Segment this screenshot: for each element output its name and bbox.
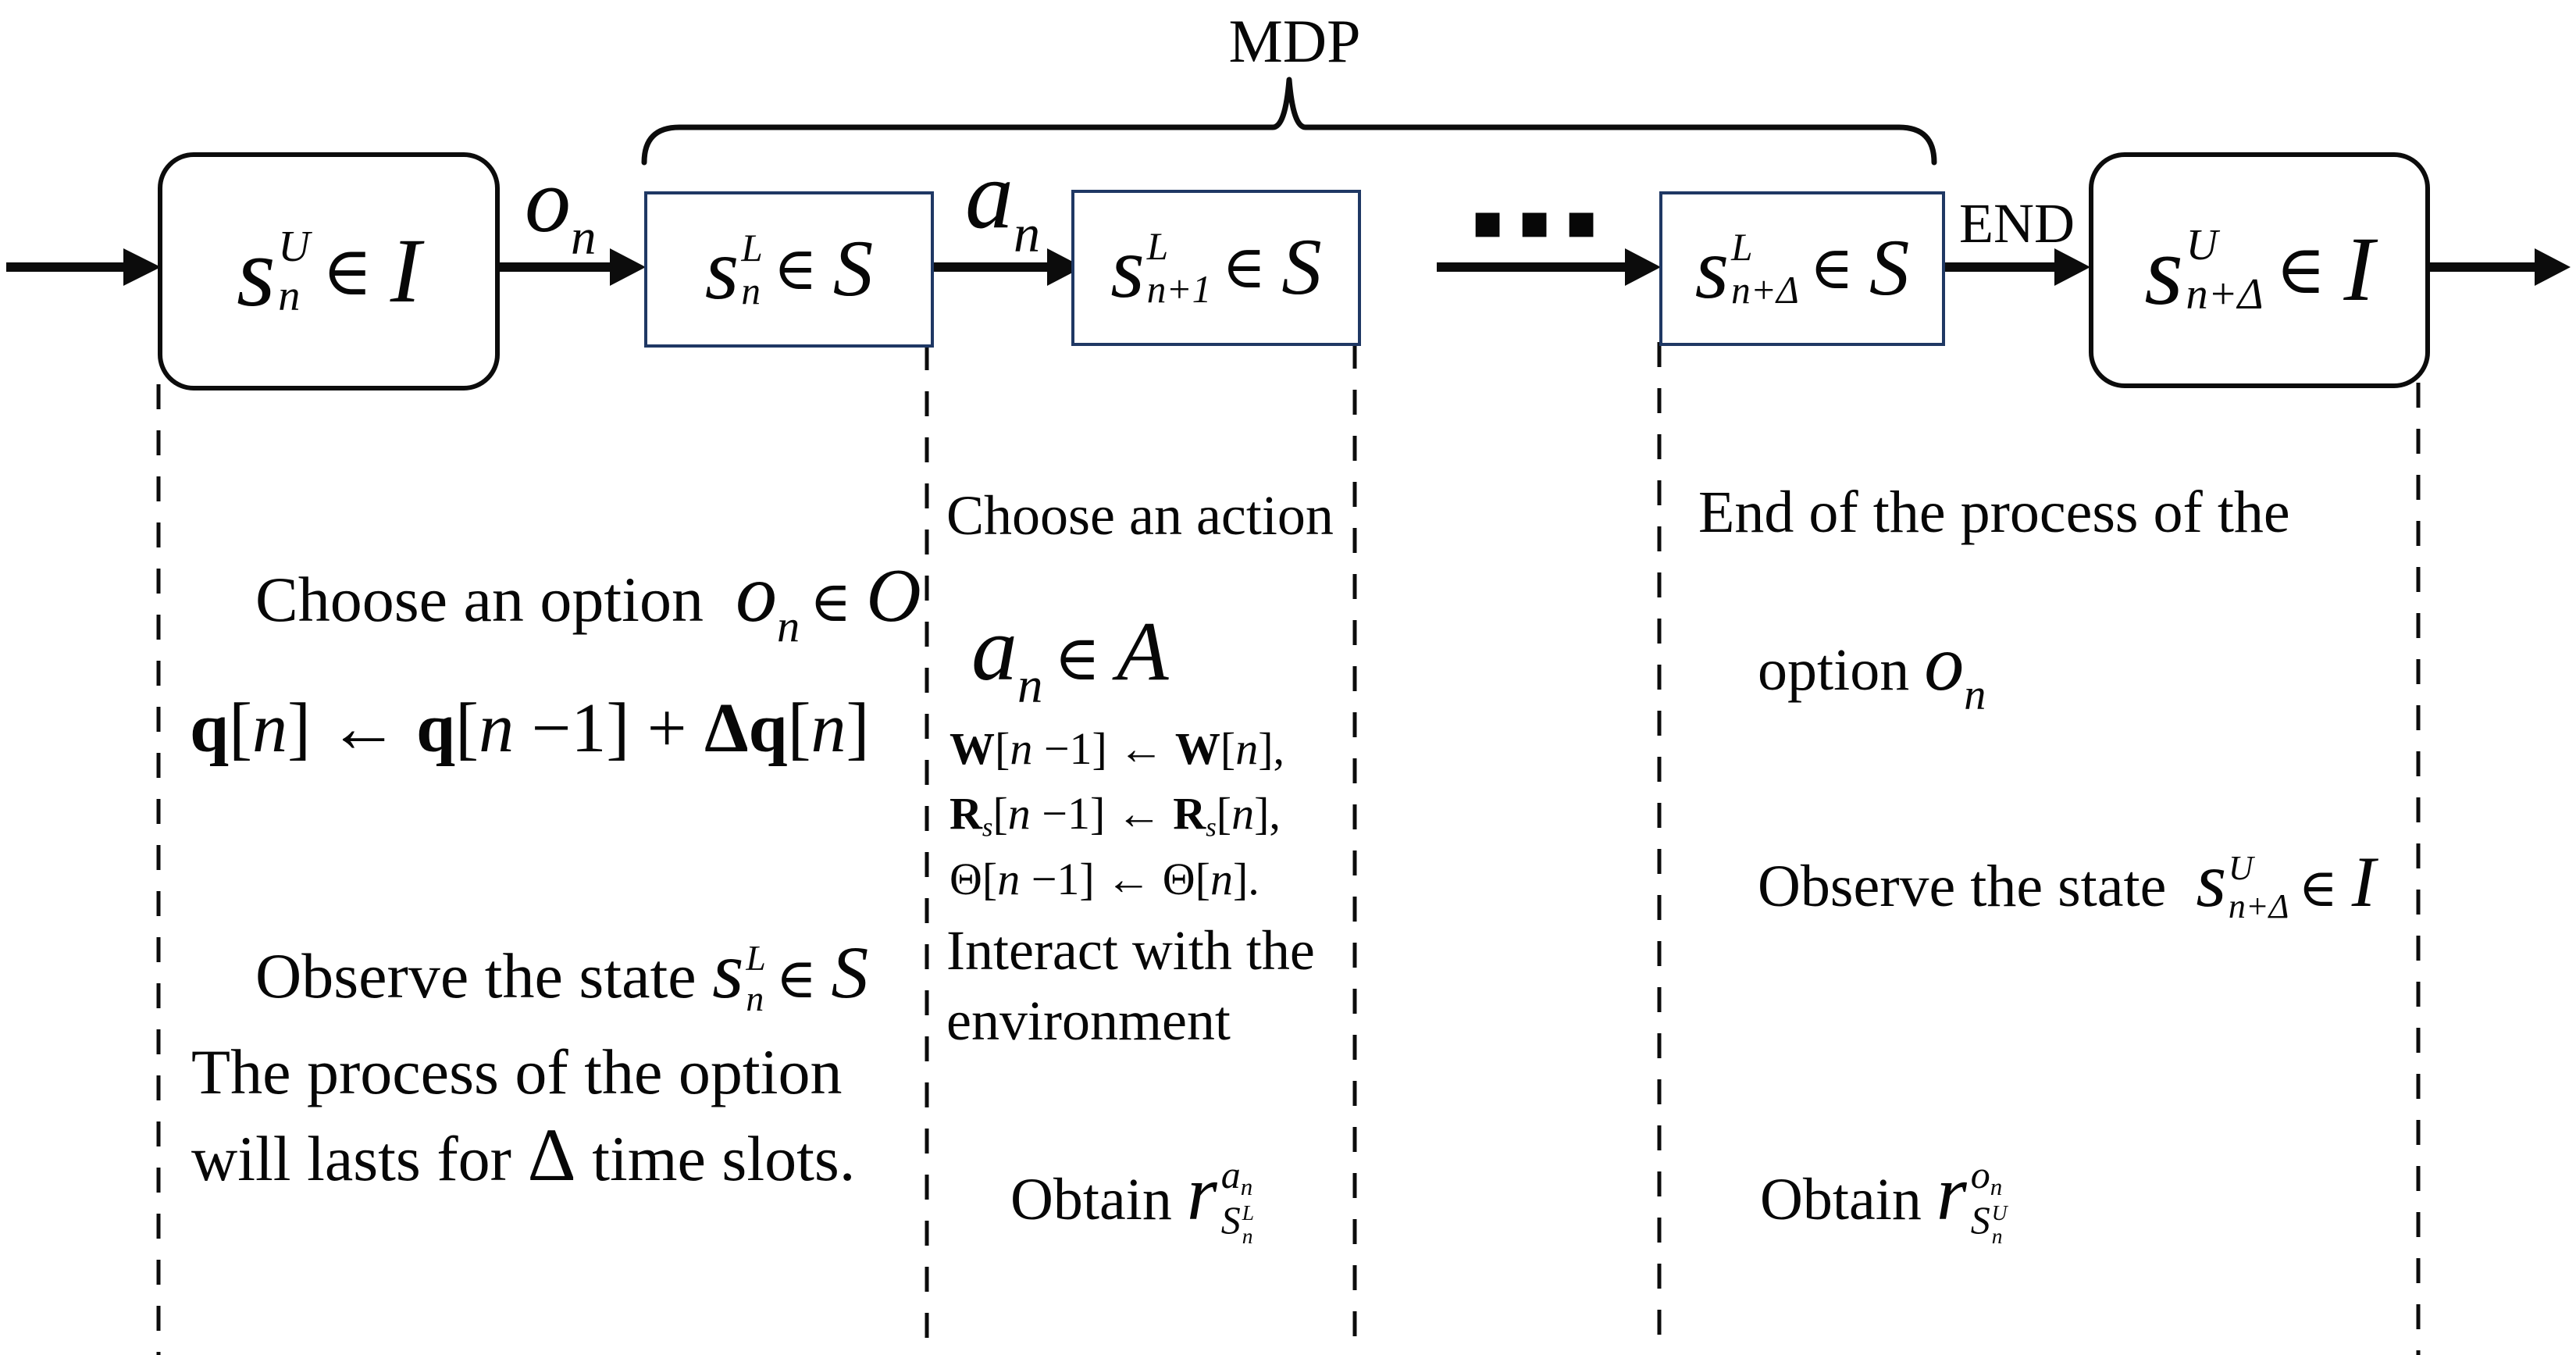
set-symbol: S [1869, 223, 1910, 313]
set-symbol: I [2343, 219, 2375, 321]
col2-interact-line1: Interact with the [946, 919, 1315, 982]
arrow-entry [6, 248, 161, 286]
col1-choose-option-line: Choose an option on∈O [191, 469, 921, 729]
col3-end-line2: option on [1698, 547, 1986, 791]
element-of-symbol: ∈ [1809, 235, 1855, 301]
col1-process-line1: The process of the option [191, 1036, 843, 1107]
mdp-label: MDP [1228, 7, 1361, 75]
mdp-brace [641, 77, 1937, 166]
col1-choose-text: Choose an option [255, 563, 704, 635]
col3-observe-text: Observe the state [1758, 853, 2197, 919]
col3-option-text: option [1758, 636, 1925, 703]
col1-process-line2: will lasts for Δ time slots. [191, 1113, 856, 1196]
arrow-end [1940, 248, 2090, 286]
element-of-symbol: ∈ [810, 570, 852, 633]
option-math: on [1924, 619, 1986, 719]
set-symbol: I [390, 219, 421, 322]
element-of-symbol: ∈ [322, 233, 372, 309]
col3-end-line1: End of the process of the [1698, 480, 2290, 545]
end-arrow-label: END [1959, 192, 2075, 255]
col2-choose-action-line: Choose an action [946, 484, 1334, 547]
element-of-symbol: ∈ [773, 236, 818, 302]
set-symbol: S [832, 224, 874, 314]
element-of-symbol: ∈ [1053, 623, 1101, 694]
col2-update-w-formula: W[n −1] ← W[n], [950, 723, 1285, 774]
arrow-continuation [1437, 248, 1661, 286]
element-of-symbol: ∈ [2298, 858, 2338, 918]
action-math: an∈A [971, 597, 1169, 715]
reward-superscript: an [1220, 1153, 1253, 1200]
set-symbol: A [1117, 604, 1169, 698]
arrow-exit [2422, 248, 2571, 286]
state-symbol: s [237, 216, 276, 327]
col2-update-r-formula: Rs[n −1] ← Rs[n], [950, 788, 1281, 843]
col2-update-theta-formula: Θ[n −1] ← Θ[n]. [950, 854, 1259, 904]
option-arrow-label: on [525, 149, 597, 266]
set-symbol: S [1281, 223, 1322, 312]
col2-interact-line2: environment [946, 990, 1231, 1052]
col2-obtain-text: Obtain [1010, 1166, 1187, 1232]
col1-observe-text: Observe the state [255, 940, 713, 1011]
ellipsis-dots: ▪▪▪ [1471, 192, 1612, 249]
set-symbol: S [831, 930, 869, 1014]
col2-action-math-line: an∈A [959, 579, 1169, 731]
action-arrow-label: an [965, 141, 1041, 263]
arrow-option [493, 248, 646, 286]
option-math: on∈O [735, 547, 921, 651]
col3-obtain-text: Obtain [1760, 1166, 1936, 1232]
set-symbol: O [866, 553, 921, 638]
element-of-symbol: ∈ [1222, 234, 1267, 301]
element-of-symbol: ∈ [2275, 232, 2326, 308]
set-symbol: I [2351, 841, 2376, 922]
col1-queue-update-formula: q[n] ← q[n −1] + Δq[n] [190, 690, 870, 767]
reward-superscript: on [1970, 1153, 2003, 1200]
arrow-action [929, 248, 1083, 286]
element-of-symbol: ∈ [775, 948, 817, 1010]
